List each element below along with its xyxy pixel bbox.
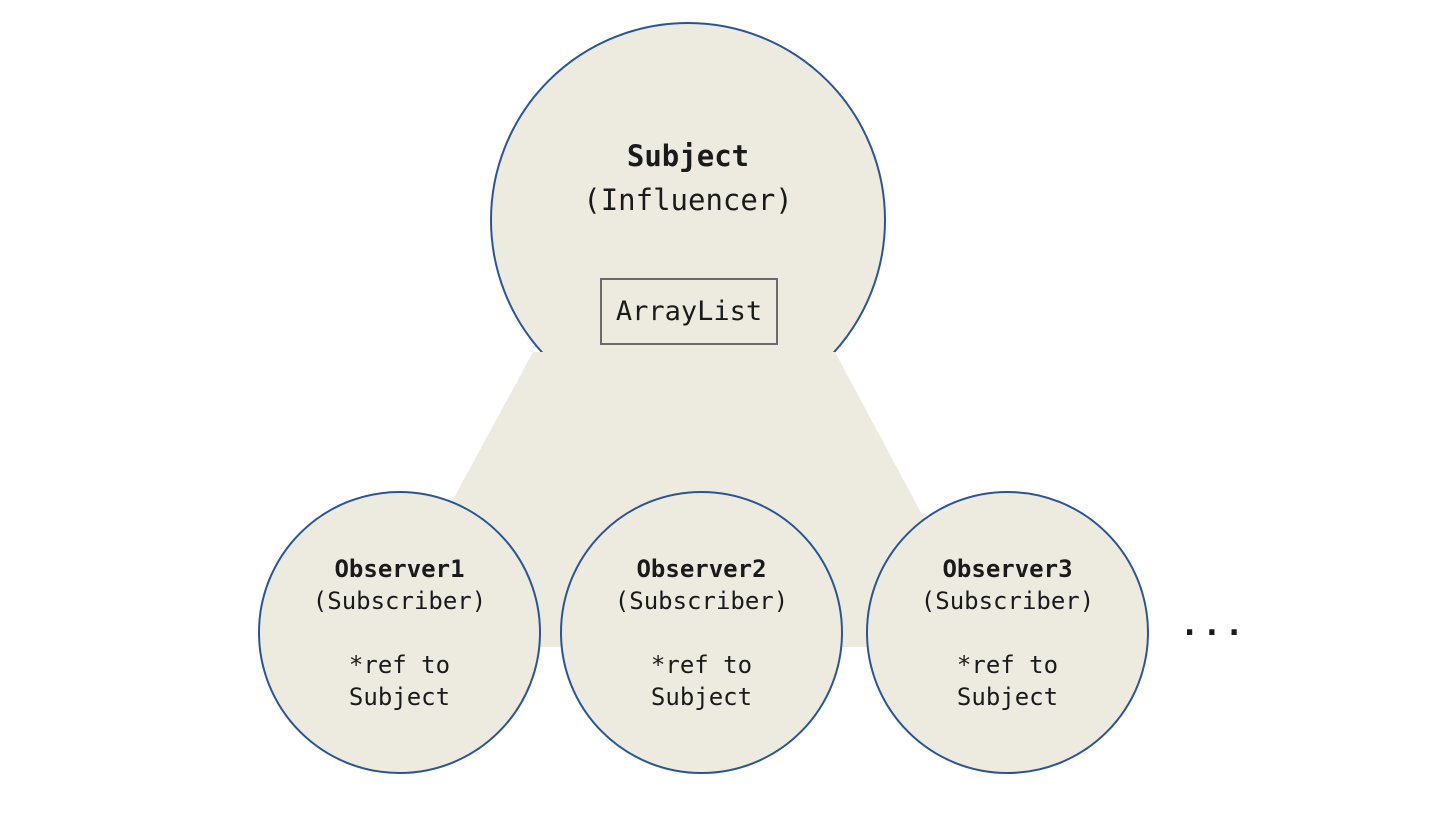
- observer2-note-line2: Subject: [650, 682, 753, 711]
- observer1-note-line2: Subject: [348, 682, 451, 711]
- observer1-role: (Subscriber): [312, 586, 487, 615]
- observer3-name: Observer3: [942, 554, 1073, 583]
- subject-role: (Influencer): [583, 183, 793, 217]
- observer3-circle: Observer3 (Subscriber) *ref to Subject: [866, 491, 1149, 774]
- observer3-note-line2: Subject: [956, 682, 1059, 711]
- observer2-name: Observer2: [636, 554, 767, 583]
- more-observers-ellipsis: ...: [1180, 605, 1247, 643]
- observer2-circle: Observer2 (Subscriber) *ref to Subject: [560, 491, 843, 774]
- observer2-note-line1: *ref to: [650, 650, 753, 679]
- arraylist-box: ArrayList: [600, 278, 778, 345]
- observer1-note-line1: *ref to: [348, 650, 451, 679]
- subject-name: Subject: [626, 139, 750, 173]
- observer1-name: Observer1: [334, 554, 465, 583]
- observer3-role: (Subscriber): [920, 586, 1095, 615]
- observer2-role: (Subscriber): [614, 586, 789, 615]
- arraylist-label: ArrayList: [615, 296, 763, 327]
- observer3-note-line1: *ref to: [956, 650, 1059, 679]
- observer1-circle: Observer1 (Subscriber) *ref to Subject: [258, 491, 541, 774]
- subject-label-group: Subject (Influencer): [490, 134, 886, 222]
